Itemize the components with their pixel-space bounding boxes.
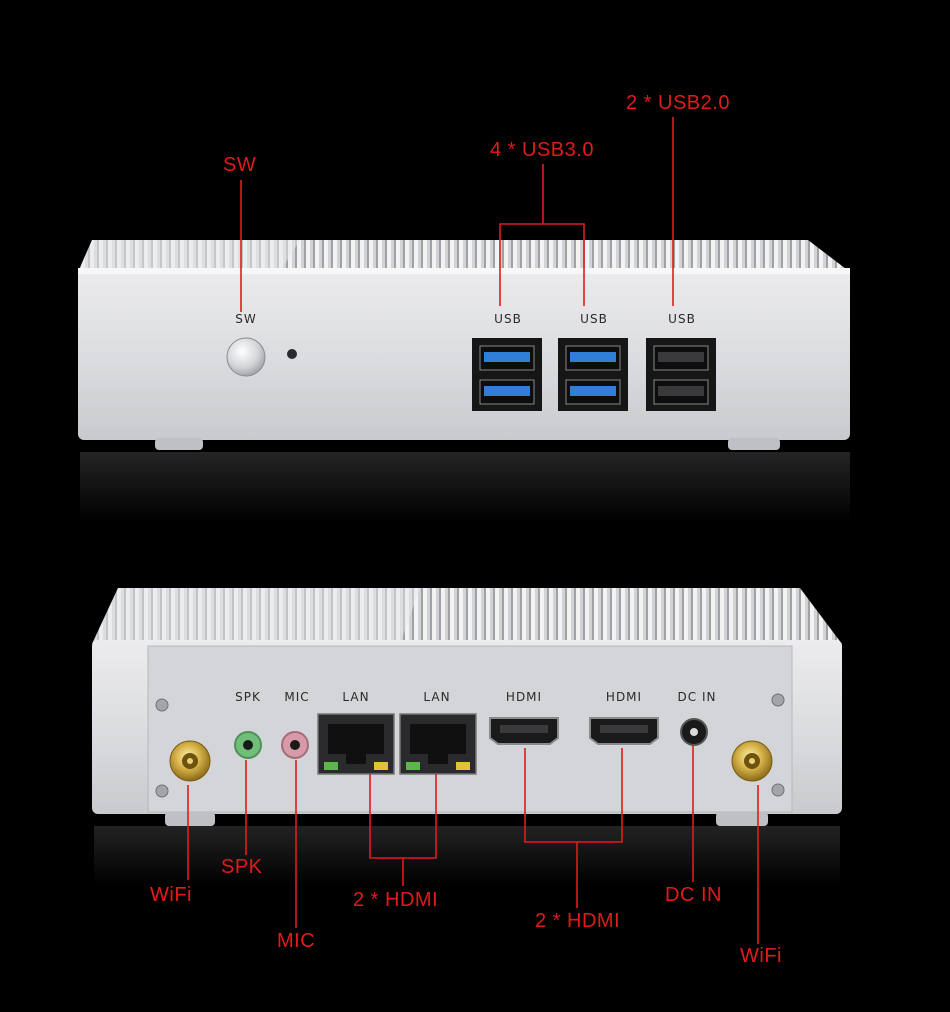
rear-unit <box>92 588 842 886</box>
rear-label-spk: SPK <box>235 690 261 704</box>
wifi-right-antenna-connector-icon <box>731 740 773 782</box>
callout-mic: MIC <box>277 930 316 952</box>
rear-label-lan-a: LAN <box>342 690 370 704</box>
dc-in-jack-icon <box>680 718 708 746</box>
lan-port-b-icon <box>399 713 477 775</box>
front-label-sw: SW <box>235 312 257 326</box>
front-label-usb-c: USB <box>668 312 696 326</box>
hdmi-port-a-icon <box>489 717 559 745</box>
power-led-icon <box>287 349 297 359</box>
callout-lan: 2 * HDMI <box>353 889 439 911</box>
callout-wifi-right: WiFi <box>740 945 782 967</box>
speaker-jack-icon <box>234 731 262 759</box>
rear-label-dc-in: DC IN <box>677 690 717 704</box>
callout-wifi-left: WiFi <box>150 884 192 906</box>
power-button-icon <box>226 337 266 377</box>
lan-port-a-icon <box>317 713 395 775</box>
front-unit <box>78 240 850 522</box>
rear-label-mic: MIC <box>284 690 310 704</box>
front-label-usb-a: USB <box>494 312 522 326</box>
callout-spk: SPK <box>221 856 263 878</box>
wifi-left-antenna-connector-icon <box>169 740 211 782</box>
usb3-port-group-b-icon <box>558 338 628 411</box>
front-face <box>78 268 850 440</box>
callout-dc-in: DC IN <box>665 884 722 906</box>
usb2-port-group-icon <box>646 338 716 411</box>
usb3-port-group-a-icon <box>472 338 542 411</box>
mic-jack-icon <box>281 731 309 759</box>
hdmi-port-b-icon <box>589 717 659 745</box>
rear-label-hdmi-b: HDMI <box>605 690 643 704</box>
callout-usb3: 4 * USB3.0 <box>490 139 594 161</box>
rear-label-lan-b: LAN <box>423 690 451 704</box>
rear-label-hdmi-a: HDMI <box>505 690 543 704</box>
callout-sw: SW <box>223 154 257 176</box>
front-label-usb-b: USB <box>580 312 608 326</box>
callout-lines <box>187 117 759 944</box>
callout-hdmi: 2 * HDMI <box>535 910 621 932</box>
callout-usb2: 2 * USB2.0 <box>626 92 730 114</box>
